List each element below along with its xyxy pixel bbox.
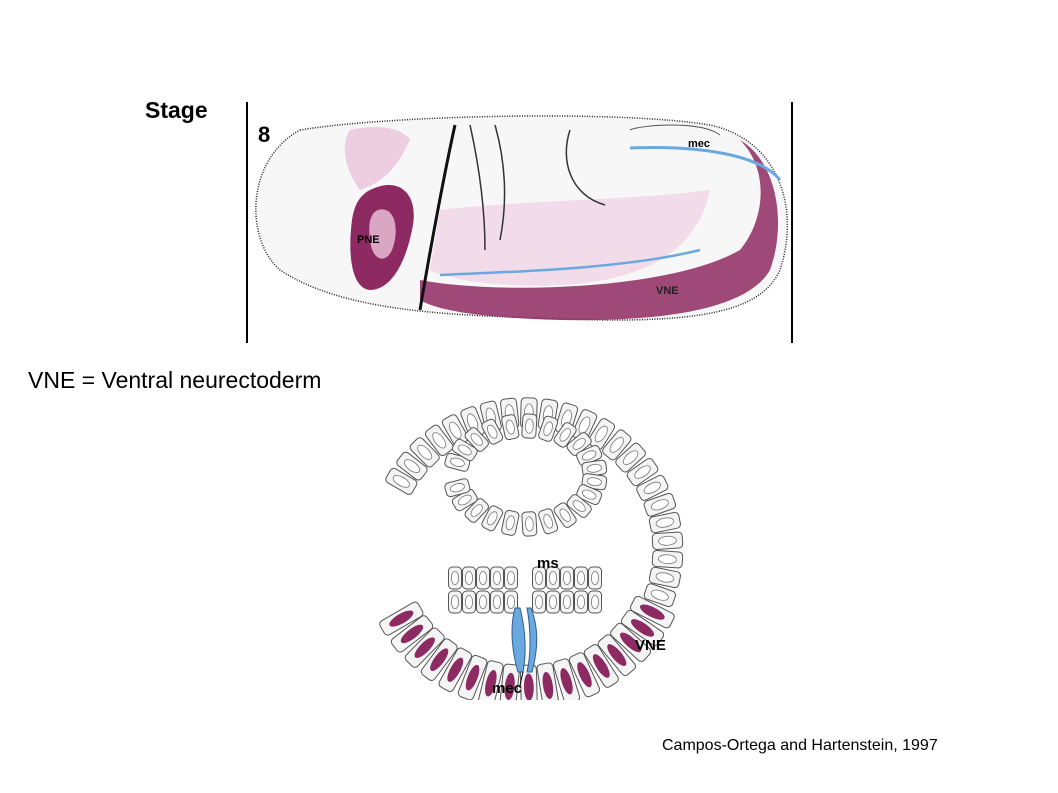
ectoderm-cell bbox=[457, 654, 488, 700]
ectoderm-cell bbox=[409, 437, 440, 468]
ectoderm-cell bbox=[602, 429, 632, 461]
dorsal-cell bbox=[553, 502, 577, 528]
vne-band bbox=[420, 140, 779, 321]
dorsal-cell bbox=[576, 484, 603, 506]
dorsal-fold bbox=[629, 124, 721, 136]
stage-number: 8 bbox=[258, 122, 270, 147]
ectoderm-cell bbox=[553, 658, 581, 700]
mesoderm-cell bbox=[448, 590, 462, 614]
ectoderm-cell bbox=[568, 652, 601, 698]
embryo-mec-label: mec bbox=[688, 138, 710, 150]
mesoderm-cell bbox=[588, 590, 602, 614]
mesoderm-cell bbox=[476, 590, 490, 614]
mesoderm-cell bbox=[546, 566, 560, 590]
ectoderm-cell bbox=[385, 467, 418, 495]
mesoderm-cell bbox=[490, 590, 504, 614]
mesoderm-cell bbox=[532, 590, 546, 614]
section-vne-label: VNE bbox=[635, 637, 666, 654]
section-mec-label: mec bbox=[492, 680, 522, 697]
ectoderm-cell bbox=[610, 622, 652, 662]
embryo-vne-label: VNE bbox=[656, 285, 679, 297]
ectoderm-cell bbox=[629, 595, 675, 629]
ectoderm-cell bbox=[620, 609, 665, 646]
mec-line bbox=[629, 146, 782, 181]
dorsal-cell bbox=[501, 509, 520, 536]
dorsal-cell bbox=[521, 511, 538, 537]
cell-layers bbox=[379, 397, 684, 700]
dorsal-cell bbox=[501, 414, 520, 441]
ectoderm-cell bbox=[536, 662, 560, 700]
ectoderm-cell bbox=[651, 531, 684, 551]
mesoderm-cell bbox=[574, 590, 588, 614]
mesoderm-cell bbox=[448, 566, 462, 590]
dorsal-cell bbox=[464, 498, 489, 523]
mesoderm-cell bbox=[588, 566, 602, 590]
mesoderm-cell bbox=[574, 566, 588, 590]
embryo-lateral-view: 8 mec PNE VNE bbox=[246, 102, 793, 343]
dorsal-cell bbox=[481, 418, 504, 445]
mesoderm-cell bbox=[476, 566, 490, 590]
mec-line-ventral bbox=[439, 248, 701, 277]
dorsal-cell bbox=[538, 415, 559, 442]
mec-cell-left bbox=[511, 607, 526, 673]
mesoderm-cell bbox=[546, 590, 560, 614]
ectoderm-cell bbox=[636, 474, 669, 501]
ectoderm-cell bbox=[648, 566, 681, 589]
mesoderm-cell bbox=[532, 566, 546, 590]
stage-label: Stage bbox=[145, 97, 208, 123]
ectoderm-cell bbox=[420, 638, 458, 681]
ectoderm-cell bbox=[643, 492, 677, 517]
ectoderm-cell bbox=[597, 634, 636, 676]
dorsal-cell bbox=[481, 505, 504, 532]
dorsal-cell bbox=[581, 459, 608, 477]
mesoderm-cell bbox=[504, 590, 518, 614]
ectoderm-cell bbox=[390, 615, 434, 653]
ectoderm-cell bbox=[651, 549, 684, 569]
mec-cell-right bbox=[526, 607, 538, 673]
dorsal-cell bbox=[566, 432, 592, 456]
ms-label: ms bbox=[537, 555, 559, 572]
pne-inner bbox=[369, 209, 396, 259]
ectoderm-cell bbox=[404, 627, 445, 668]
citation: Campos-Ortega and Hartenstein, 1997 bbox=[662, 737, 938, 754]
ectoderm-cell bbox=[643, 583, 677, 608]
cephalic-furrow bbox=[418, 124, 457, 311]
fold-1 bbox=[469, 124, 486, 251]
ectoderm-cell bbox=[379, 601, 424, 636]
embryo-pne-label: PNE bbox=[357, 234, 380, 246]
mec-pointer bbox=[519, 671, 524, 686]
dorsal-cell bbox=[581, 473, 608, 491]
ectoderm-cell bbox=[424, 424, 454, 457]
mesoderm-cell bbox=[560, 566, 574, 590]
mesoderm-cell bbox=[560, 590, 574, 614]
ectoderm-cell bbox=[499, 663, 521, 700]
dorsal-cell bbox=[553, 422, 577, 448]
head-region bbox=[344, 127, 410, 190]
ectoderm-cell bbox=[396, 451, 428, 481]
germ-band-fold bbox=[565, 129, 606, 206]
ectoderm-cell bbox=[478, 660, 504, 700]
dorsal-cell bbox=[451, 438, 478, 462]
dorsal-cell bbox=[538, 508, 559, 535]
dorsal-cell bbox=[566, 494, 592, 518]
fold-2 bbox=[494, 124, 506, 241]
cross-section-diagram: ms VNE mec bbox=[379, 397, 684, 700]
ectoderm-cell bbox=[626, 458, 659, 487]
ectoderm-cell bbox=[615, 442, 646, 473]
ectoderm-cell bbox=[648, 511, 681, 534]
dorsal-cell bbox=[464, 427, 489, 452]
mesoderm-cell bbox=[490, 566, 504, 590]
mesoderm-cell bbox=[504, 566, 518, 590]
mesoderm-cell bbox=[462, 566, 476, 590]
vne-definition: VNE = Ventral neurectoderm bbox=[28, 367, 322, 393]
mesoderm-cell bbox=[462, 590, 476, 614]
ectoderm-cell bbox=[583, 644, 619, 688]
ectoderm-cell bbox=[587, 418, 616, 450]
dorsal-cell bbox=[521, 413, 538, 439]
ectoderm-cell bbox=[438, 647, 473, 692]
dorsal-cell bbox=[444, 478, 471, 498]
